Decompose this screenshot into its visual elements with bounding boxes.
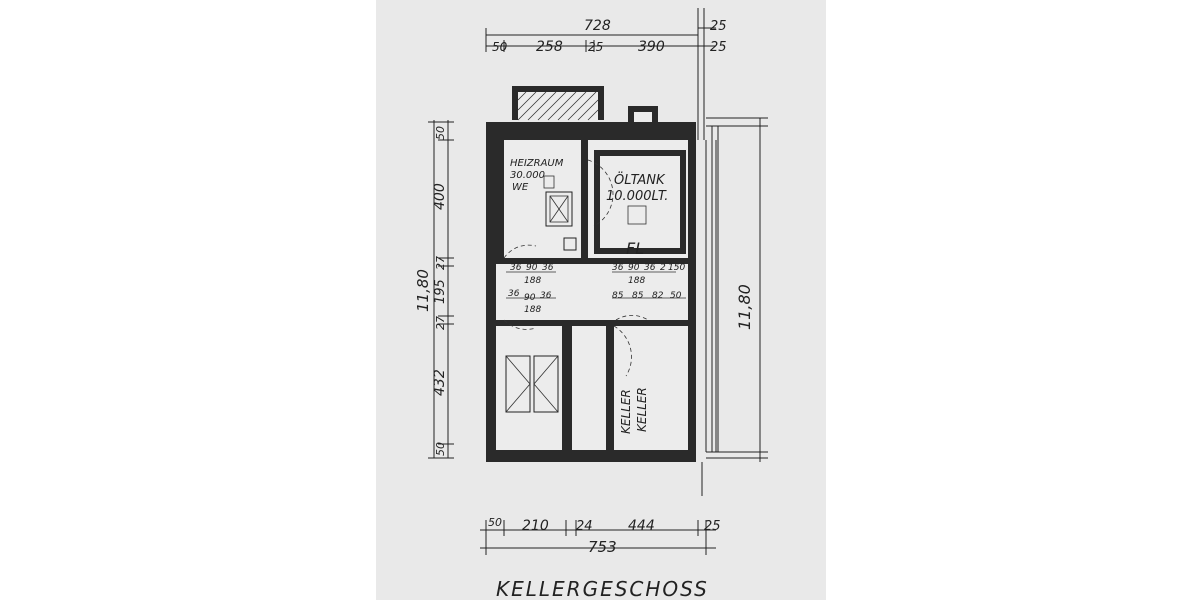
dim-bottom-seg1: 50 [488, 516, 502, 529]
dim-right-overall: 11,80 [735, 284, 754, 330]
heating-room-label: HEIZRAUM [510, 158, 564, 169]
dim-inner-f1: 85 [612, 291, 624, 301]
dim-left-d7: 50 [434, 442, 447, 456]
dim-bottom-seg2: 210 [522, 518, 549, 534]
drawing-title: KELLERGESCHOSS [496, 577, 709, 600]
heating-capacity-label: 30.000 [510, 170, 545, 181]
dim-inner-a1: 36 [510, 263, 522, 273]
dim-top-seg2: 258 [536, 39, 563, 55]
tank-capacity-label: 10.000LT. [606, 189, 668, 204]
dim-inner-f4: 50 [670, 291, 682, 301]
dim-top-seg4: 390 [638, 39, 665, 55]
dim-left-d5: 27 [434, 316, 447, 330]
dim-inner-b1: 36 [612, 263, 624, 273]
dim-inner-c1: 2 [660, 263, 666, 273]
dim-inner-f3: 82 [652, 291, 664, 301]
dim-inner-c2: 150 [668, 263, 685, 273]
dim-inner-b2: 90 [628, 263, 640, 273]
dim-inner-e4: 188 [524, 305, 541, 315]
dim-left-d2: 400 [432, 183, 448, 210]
dim-inner-a3: 36 [542, 263, 554, 273]
dim-left-d6: 432 [432, 369, 448, 396]
right-dimension-chain: 11,80 [706, 117, 768, 462]
left-dimension-chain: 50 400 27 195 27 432 50 11,80 [414, 120, 454, 459]
dim-left-d1: 50 [434, 126, 447, 140]
dim-inner-a4: 188 [524, 276, 541, 286]
inner-dimensions: 36 90 36 188 36 90 36 188 2 150 36 90 36… [508, 263, 685, 315]
bottom-dimension-chain: 50 210 24 444 25 753 [480, 462, 721, 556]
corridor-dimension-ticks [506, 271, 686, 299]
neighbour-outline [705, 140, 717, 452]
dim-inner-e3: 36 [540, 291, 552, 301]
cellar-racks [505, 355, 559, 413]
top-dimension-chain: 728 25 50 258 25 390 25 [485, 8, 727, 140]
dim-top-seg1: 50 [492, 40, 508, 54]
dim-top-seg5: 25 [710, 40, 727, 55]
dim-top-right-pier: 25 [710, 19, 727, 34]
dim-inner-e2: 90 [524, 293, 536, 303]
dim-top-total: 728 [584, 18, 611, 34]
dim-bottom-seg3: 24 [576, 519, 593, 534]
dim-left-d4: 195 [433, 279, 448, 304]
dim-top-seg3: 25 [588, 40, 603, 54]
dim-inner-b3: 36 [644, 263, 656, 273]
cellar-label-2: KELLER [635, 387, 649, 432]
building-walls [486, 86, 696, 462]
dim-bottom-total: 753 [588, 538, 617, 556]
cellar-label-1: KELLER [619, 389, 633, 434]
dim-inner-f2: 85 [632, 291, 644, 301]
corridor-label: FL [626, 239, 644, 258]
dim-left-d3: 27 [434, 256, 447, 270]
dim-inner-b4: 188 [628, 276, 645, 286]
dim-inner-e1: 36 [508, 289, 520, 299]
dim-left-overall: 11,80 [414, 269, 432, 312]
dim-bottom-seg5: 25 [704, 519, 721, 534]
floor-plan: 728 25 50 258 25 390 25 50 400 27 195 27… [414, 8, 768, 600]
door-swings [503, 159, 649, 377]
heating-unit-label: WE [512, 182, 529, 193]
heating-fixtures [543, 175, 647, 251]
plan-sheet: 728 25 50 258 25 390 25 50 400 27 195 27… [376, 0, 826, 600]
dim-bottom-seg4: 444 [628, 518, 655, 534]
tank-room-label: ÖLTANK [614, 171, 666, 188]
dim-inner-a2: 90 [526, 263, 538, 273]
